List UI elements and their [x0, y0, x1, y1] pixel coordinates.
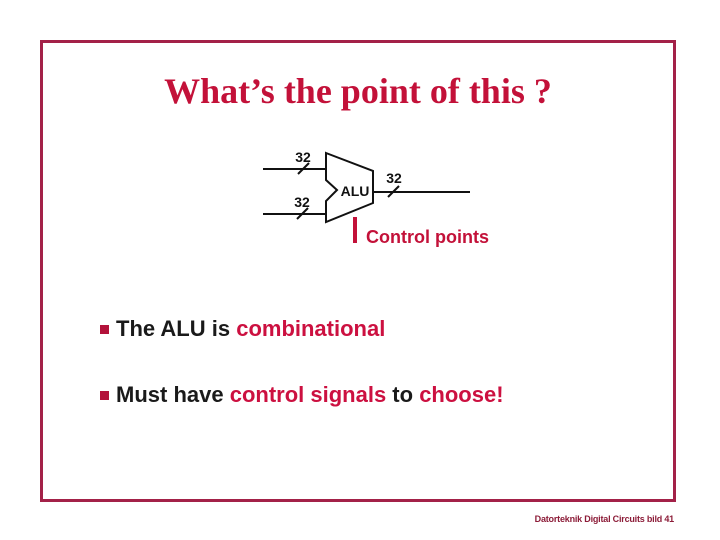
input-bus-2-label: 32: [294, 194, 310, 210]
input-bus-1-label: 32: [295, 149, 311, 165]
alu-shape-label: ALU: [341, 183, 370, 199]
alu-diagram: 32 32 ALU 32 Control points: [263, 149, 489, 247]
bullet-segment-emphasis: choose!: [419, 382, 504, 407]
bullet-square-icon: [100, 325, 109, 334]
slide-footer: Datorteknik Digital Circuits bild 41: [534, 514, 675, 524]
bullet-item-2: Must have control signals to choose!: [100, 382, 504, 407]
slide-title: What’s the point of this ?: [164, 71, 552, 111]
output-bus-label: 32: [386, 170, 402, 186]
bullet-square-icon: [100, 391, 109, 400]
bus-width-tick-2: [296, 207, 309, 220]
bullet-text: Must have control signals to choose!: [116, 382, 504, 407]
slide-frame-border: [40, 40, 676, 502]
alu-shape: [325, 151, 374, 224]
bullet-segment: Must have: [116, 382, 230, 407]
bullet-segment: to: [386, 382, 420, 407]
bullet-segment-emphasis: control signals: [229, 382, 387, 407]
bullet-text: The ALU is combinational: [116, 316, 386, 341]
bus-width-tick-3: [387, 185, 400, 198]
control-points-label: Control points: [366, 227, 489, 247]
bullet-item-1: The ALU is combinational: [100, 316, 386, 341]
bullet-segment-emphasis: combinational: [236, 316, 386, 341]
bus-width-tick-1: [297, 162, 310, 175]
bullet-segment: The ALU is: [116, 316, 237, 341]
